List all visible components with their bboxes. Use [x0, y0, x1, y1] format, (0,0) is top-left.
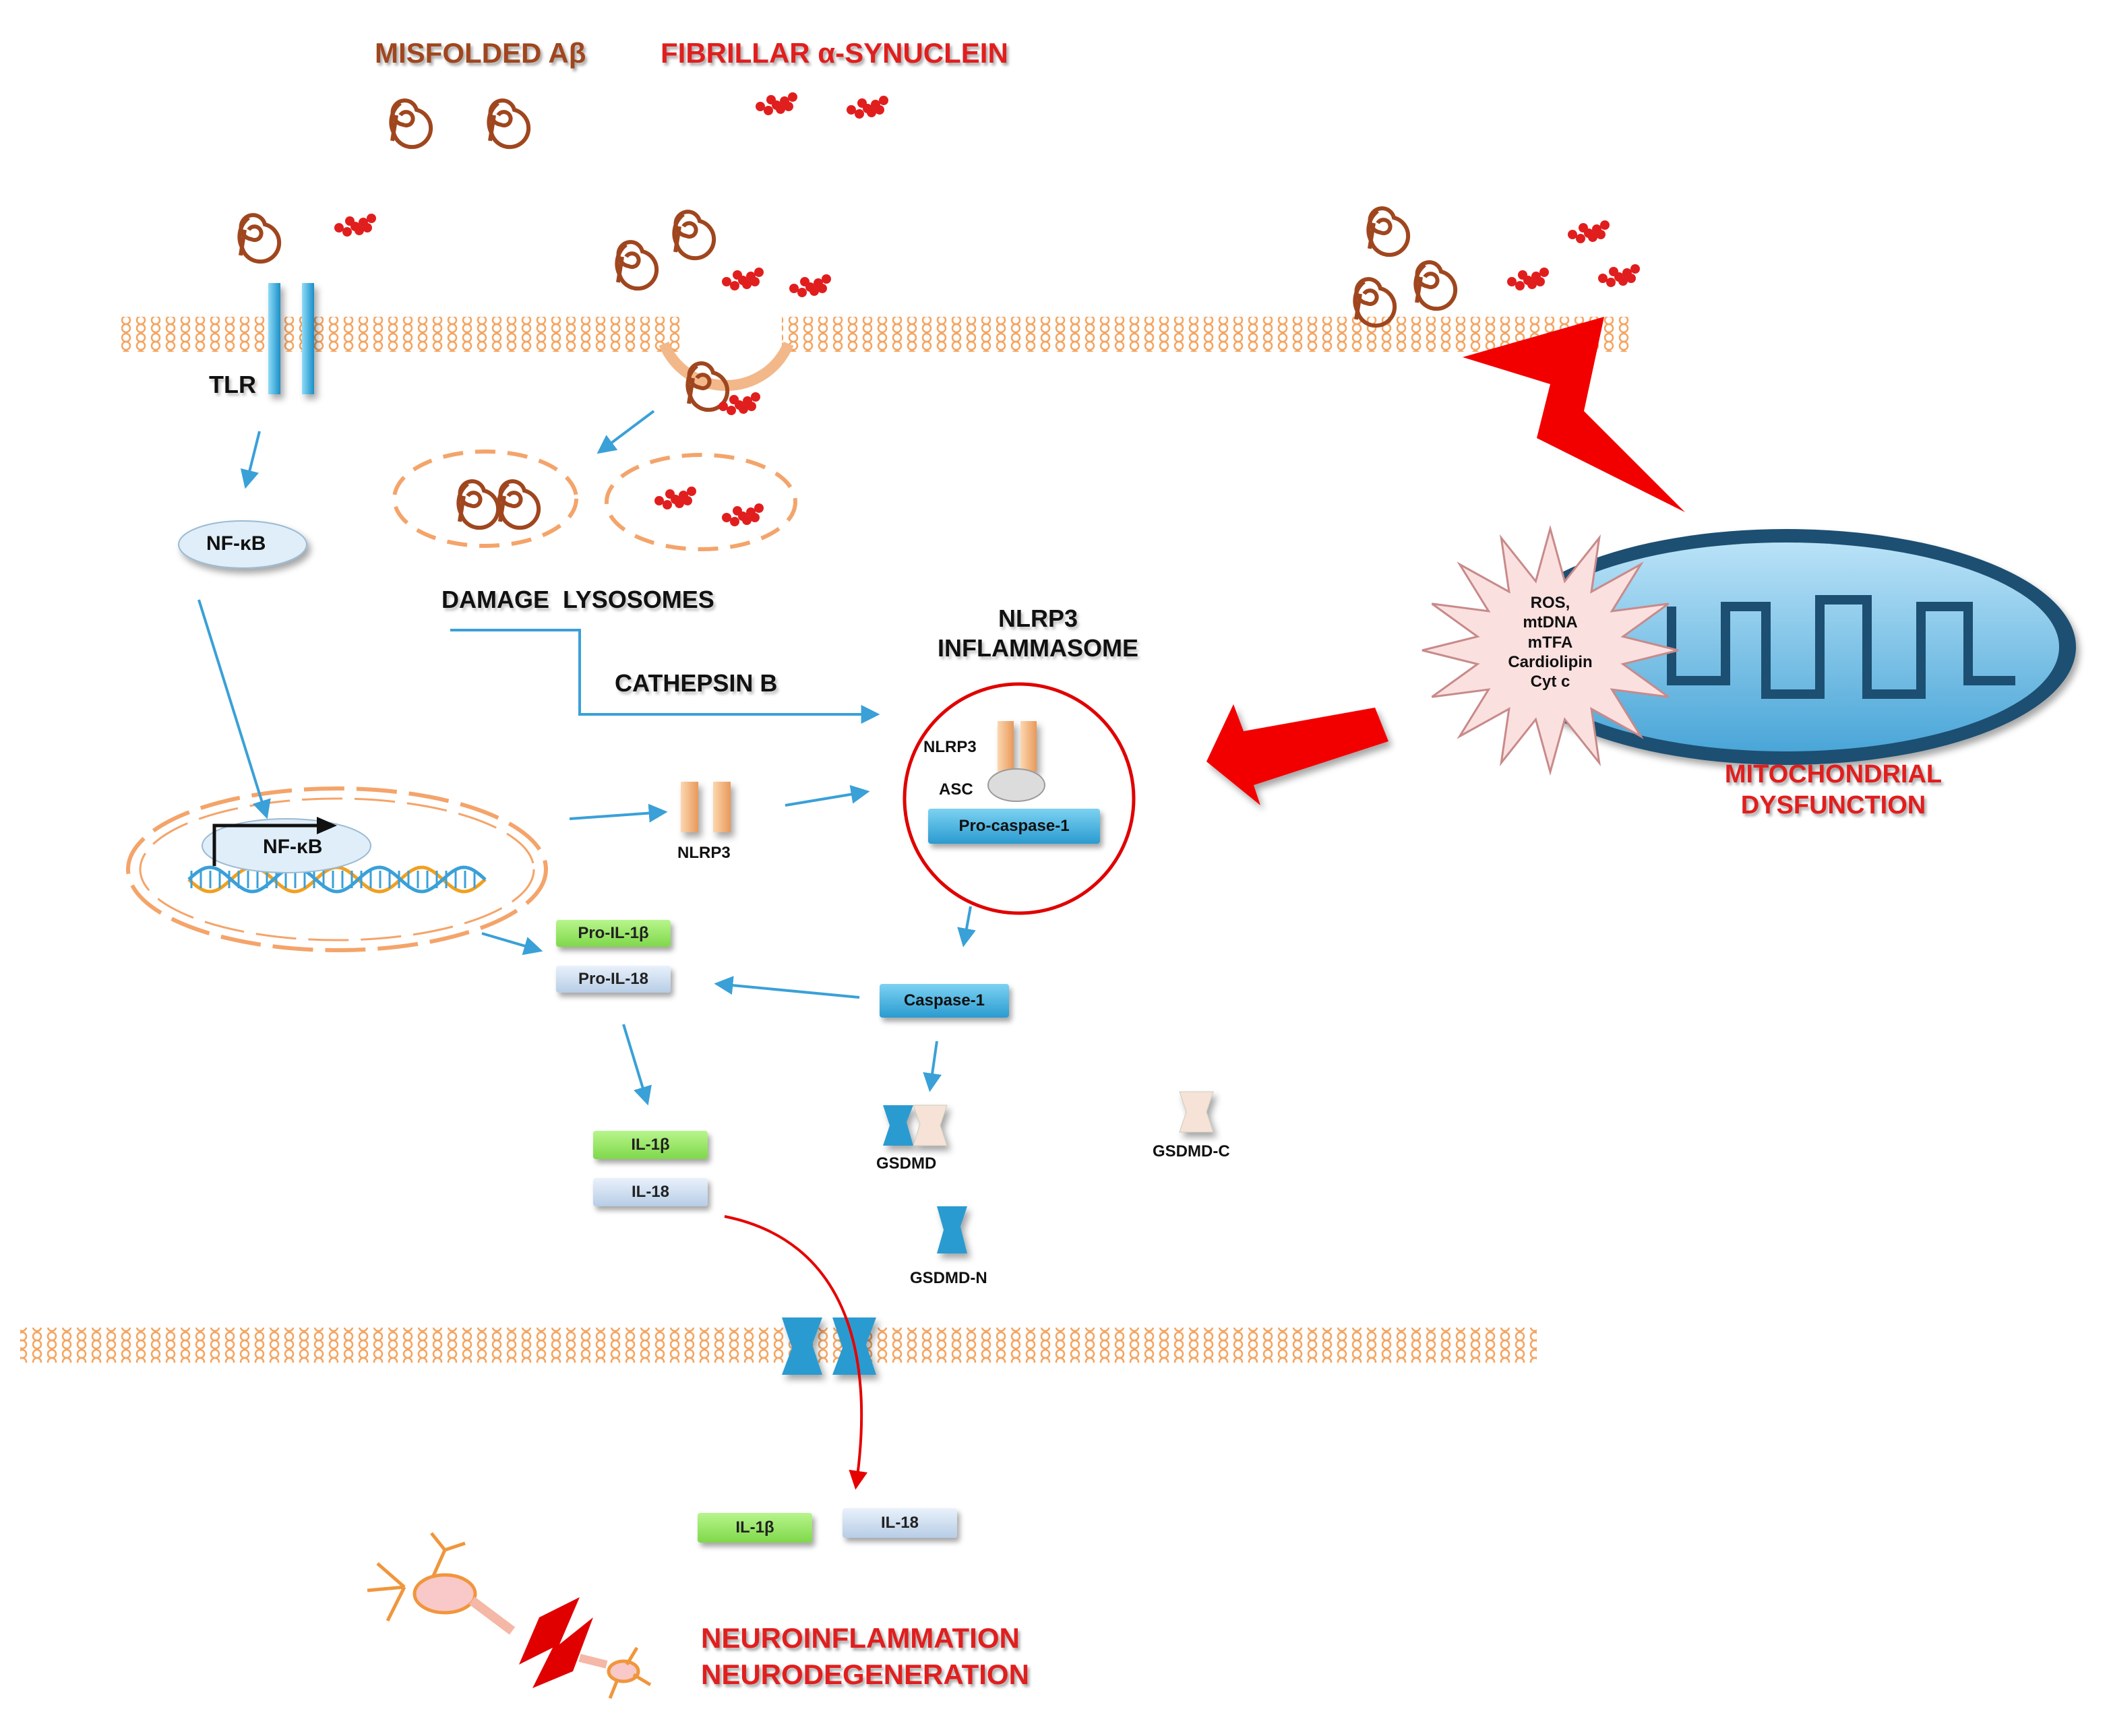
alpha-synuclein-cluster-icon [654, 487, 696, 509]
alpha-synuclein-cluster-icon [789, 274, 831, 297]
abeta-spiral-icon [456, 479, 501, 530]
damaged-neuron-icon [367, 1532, 652, 1699]
il-1b-box: IL-1β [593, 1131, 708, 1159]
damaged-lysosome-icons [392, 450, 797, 551]
neuron-lightning-icon [519, 1597, 593, 1688]
il-18-box: IL-18 [593, 1178, 708, 1206]
endocytic-vesicle [659, 341, 794, 391]
pro-il-1b-box: Pro-IL-1β [556, 920, 671, 947]
alpha-synuclein-icons [334, 92, 1640, 526]
il-18-secreted-box: IL-18 [843, 1508, 957, 1538]
nlrp3-inflammasome-icon [998, 721, 1037, 772]
pro-il-18-box: Pro-IL-18 [556, 966, 671, 993]
mito-factor-5: Cyt c [1530, 673, 1570, 691]
alpha-synuclein-cluster-icon [722, 268, 764, 290]
abeta-spiral-icon [497, 479, 541, 530]
mito-dysfunction-line2: DYSFUNCTION [1740, 791, 1926, 819]
mito-dysfunction-title: MITOCHONDRIAL DYSFUNCTION [1705, 762, 1961, 818]
abeta-spiral-icon [685, 361, 730, 412]
alpha-synuclein-cluster-icon [719, 392, 760, 415]
cathepsin-b-label: CATHEPSIN B [615, 669, 778, 697]
gsdmd-label: GSDMD [876, 1154, 937, 1173]
nlrp3-title-line2: INFLAMMASOME [938, 634, 1138, 662]
nfkb-cytoplasm-label: NF-κB [206, 532, 266, 555]
transcription-start-arrow [212, 824, 324, 866]
neuroinflammation-label: NEUROINFLAMMATION [701, 1622, 1020, 1654]
nlrp3-title-line1: NLRP3 [998, 604, 1078, 632]
abeta-spiral-icon [1353, 277, 1397, 328]
abeta-spiral-icon [389, 98, 433, 150]
damage-lysosomes-label: DAMAGE LYSOSOMES [441, 586, 714, 613]
mito-factors-list: ROS, mtDNA mTFA Cardiolipin Cyt c [1476, 593, 1624, 691]
misfolded-abeta-title: MISFOLDED Aβ [375, 37, 586, 69]
nlrp3-free-icon [681, 782, 731, 832]
neurodegeneration-label: NEURODEGENERATION [701, 1658, 1029, 1690]
ros-burst-icon [1422, 524, 1679, 776]
mito-factor-3: mTFA [1527, 633, 1573, 652]
mito-to-inflammasome-arrow [1206, 704, 1388, 805]
secretion-arrow [724, 1215, 868, 1490]
signaling-arrows [197, 410, 976, 1106]
alpha-synuclein-title: FIBRILLAR α-SYNUCLEIN [661, 37, 1008, 69]
alpha-synuclein-cluster-icon [722, 503, 764, 526]
asc-label: ASC [939, 780, 973, 799]
nlrp3-inflammasome-label: NLRP3 [923, 738, 977, 756]
alpha-synuclein-cluster-icon [756, 92, 797, 115]
nfkb-nuclear-label: NF-κB [263, 836, 323, 858]
abeta-spiral-icon [615, 240, 659, 291]
gsdmd-c-label: GSDMD-C [1153, 1142, 1230, 1160]
abeta-spiral-icon [672, 210, 716, 261]
mitochondrion-icon [1496, 529, 2076, 765]
nfkb-nuclear-shape [202, 818, 371, 873]
neuro-outcome-title: NEUROINFLAMMATION NEURODEGENERATION [701, 1624, 1029, 1689]
abeta-spiral-icon [1366, 206, 1411, 257]
tlr-label: TLR [209, 371, 256, 398]
gsdmd-c-icon [1179, 1091, 1214, 1133]
mito-factor-2: mtDNA [1523, 613, 1578, 632]
pro-caspase-1-box: Pro-caspase-1 [928, 809, 1100, 844]
alpha-synuclein-cluster-icon [334, 214, 376, 237]
alpha-synuclein-cluster-icon [847, 96, 888, 119]
damage-lightning-icon [1463, 317, 1685, 512]
alpha-synuclein-cluster-icon [1507, 268, 1549, 290]
nucleus-icon [126, 786, 548, 952]
nucleus-inner-icon [139, 797, 535, 941]
misfolded-abeta-icons [237, 98, 1458, 530]
asc-icon [987, 768, 1045, 802]
plasma-membrane-bottom [20, 1328, 1537, 1363]
il-1b-secreted-box: IL-1β [698, 1513, 812, 1543]
gsdmd-pore-icon [782, 1318, 876, 1375]
gsdmd-n-icon [937, 1206, 967, 1253]
inflammasome-circle [903, 682, 1136, 915]
abeta-spiral-icon [1413, 260, 1458, 311]
nlrp3-free-label: NLRP3 [677, 844, 731, 862]
tlr-receptor-icon [268, 283, 314, 394]
mito-factor-1: ROS, [1530, 594, 1570, 612]
mito-factor-4: Cardiolipin [1508, 652, 1593, 671]
gsdmd-n-label: GSDMD-N [910, 1269, 987, 1287]
nfkb-cytoplasm-shape [178, 520, 307, 569]
plasma-membrane-top [121, 317, 1631, 352]
mito-dysfunction-line1: MITOCHONDRIAL [1724, 760, 1943, 788]
alpha-synuclein-cluster-icon [1598, 264, 1640, 287]
nlrp3-inflammasome-title: NLRP3 INFLAMMASOME [903, 607, 1173, 660]
abeta-spiral-icon [487, 98, 531, 150]
gsdmd-icon [883, 1105, 948, 1146]
alpha-synuclein-cluster-icon [1568, 220, 1610, 243]
dna-helix-icon [187, 865, 487, 894]
abeta-spiral-icon [237, 213, 282, 264]
caspase-1-box: Caspase-1 [880, 984, 1009, 1018]
